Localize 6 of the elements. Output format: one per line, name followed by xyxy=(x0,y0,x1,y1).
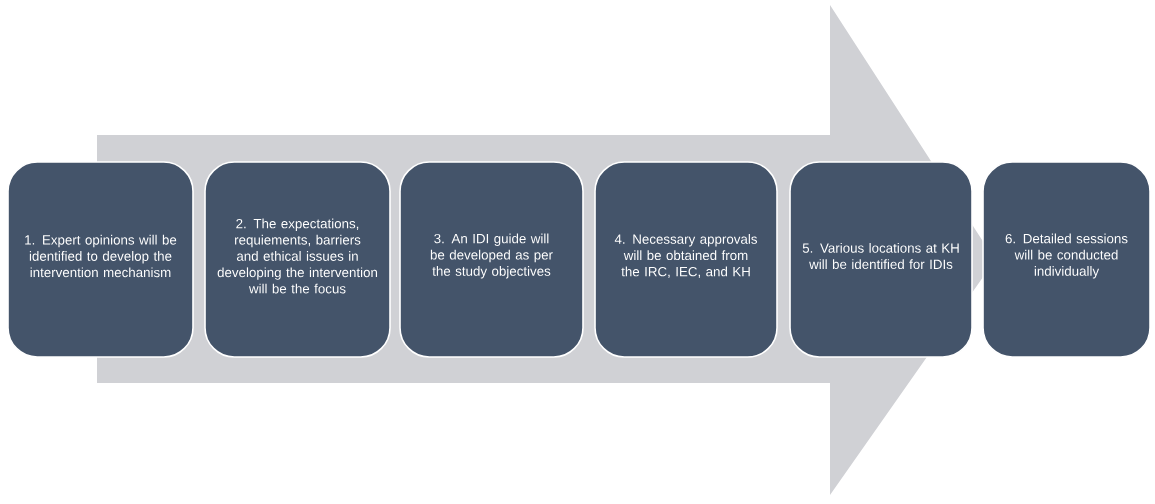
node-text: 5. Various locations at KH will be identified for IDIs xyxy=(802,242,959,270)
node-text: 2. The expectations, requiements, barriers and ethical issues in developing the intervention will be the focus xyxy=(217,218,378,294)
node-text: 3. An IDI guide will be developed as per the study objectives xyxy=(430,233,553,279)
node-text: 1. Expert opinions will be identified to develop the intervention mechanism xyxy=(25,234,177,278)
node-text: 4. Necessary approvals will be obtained from the IRC, IEC, and KH xyxy=(614,234,758,278)
node-text: 6. Detailed sessions will be conducted individually xyxy=(1005,233,1128,279)
